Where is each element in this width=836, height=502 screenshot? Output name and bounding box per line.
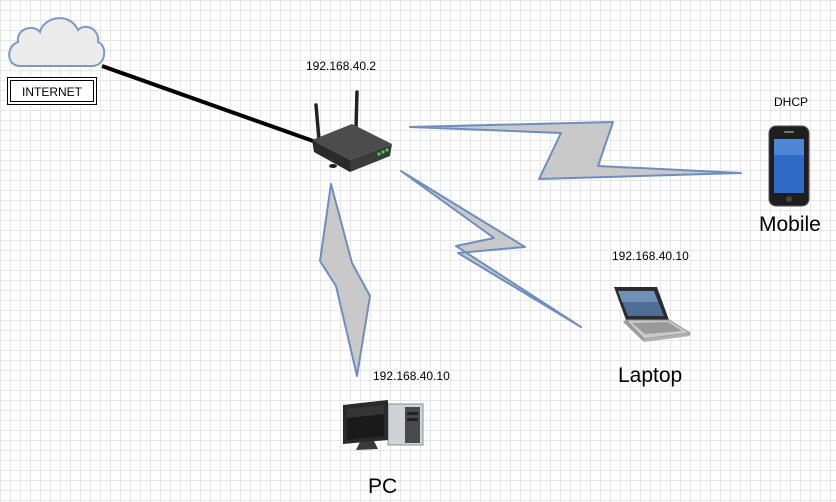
laptop-ip-label: 192.168.40.10 bbox=[612, 249, 689, 263]
internet-label: INTERNET bbox=[10, 80, 94, 102]
mobile-ip-label: DHCP bbox=[774, 95, 809, 109]
desktop-pc-icon bbox=[343, 400, 424, 450]
cloud-icon bbox=[8, 17, 106, 67]
mobile-phone-icon bbox=[768, 125, 810, 207]
wireless-link-laptop bbox=[400, 170, 582, 328]
laptop-label: Laptop bbox=[618, 364, 683, 387]
pc-label: PC bbox=[368, 475, 398, 498]
wireless-link-pc bbox=[319, 183, 371, 377]
internet-wired-link bbox=[101, 64, 317, 144]
internet-label-box: INTERNET bbox=[7, 77, 97, 105]
wireless-link-mobile bbox=[409, 121, 742, 180]
wireless-router-icon bbox=[312, 90, 392, 172]
router-ip-label: 192.168.40.2 bbox=[306, 59, 377, 73]
mobile-label: Mobile bbox=[759, 213, 821, 236]
laptop-icon bbox=[614, 287, 692, 342]
pc-ip-label: 192.168.40.10 bbox=[373, 369, 450, 383]
